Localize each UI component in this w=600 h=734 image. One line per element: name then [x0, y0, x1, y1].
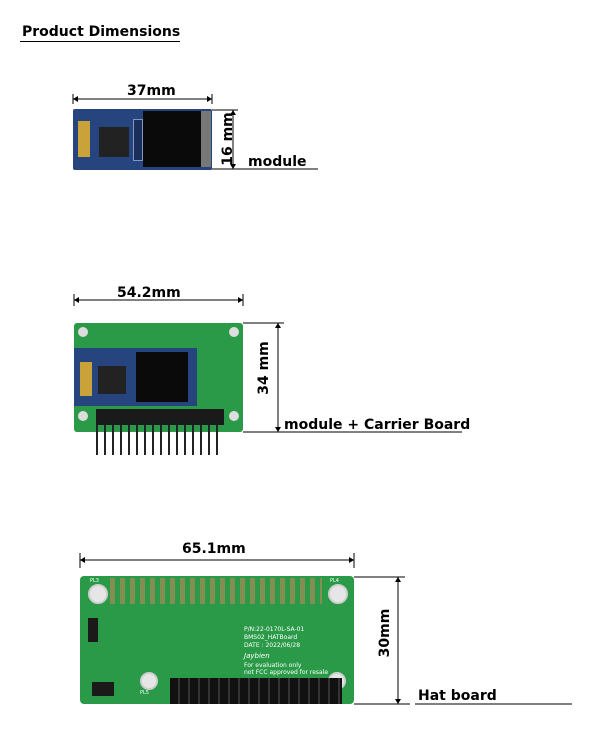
carrier-caption: module + Carrier Board	[284, 417, 471, 433]
hat-silkscreen-name: BMS02_HATBoard	[244, 634, 298, 641]
title-underline	[20, 41, 180, 42]
hat-silkscreen-date: DATE : 2022/06/28	[244, 642, 301, 649]
hat-silkscreen-notice2: not FCC approved for resale	[244, 669, 329, 676]
module-caption: module	[248, 154, 307, 170]
hat-silkscreen-pl4: PL4	[330, 578, 339, 584]
hat-caption: Hat board	[418, 688, 497, 704]
hat-silkscreen-pn: P/N:22-0170L-SA-01	[244, 626, 305, 633]
module-board-image	[73, 109, 212, 170]
hat-width-label: 65.1mm	[182, 541, 246, 557]
hat-silkscreen-pl5: PL5	[140, 690, 149, 696]
carrier-board-image	[74, 323, 243, 432]
hat-board-image: P/N:22-0170L-SA-01 BMS02_HATBoard DATE :…	[80, 576, 354, 704]
page-title: Product Dimensions	[22, 24, 181, 40]
module-width-label: 37mm	[127, 83, 176, 99]
carrier-header-pins	[96, 425, 220, 455]
hat-silkscreen-pl3: PL3	[90, 578, 99, 584]
hat-height-label: 30mm	[377, 608, 393, 658]
hat-silkscreen-notice1: For evaluation only	[244, 662, 302, 669]
hat-silkscreen-logo: Jaybien	[244, 652, 270, 660]
carrier-width-label: 54.2mm	[117, 285, 181, 301]
